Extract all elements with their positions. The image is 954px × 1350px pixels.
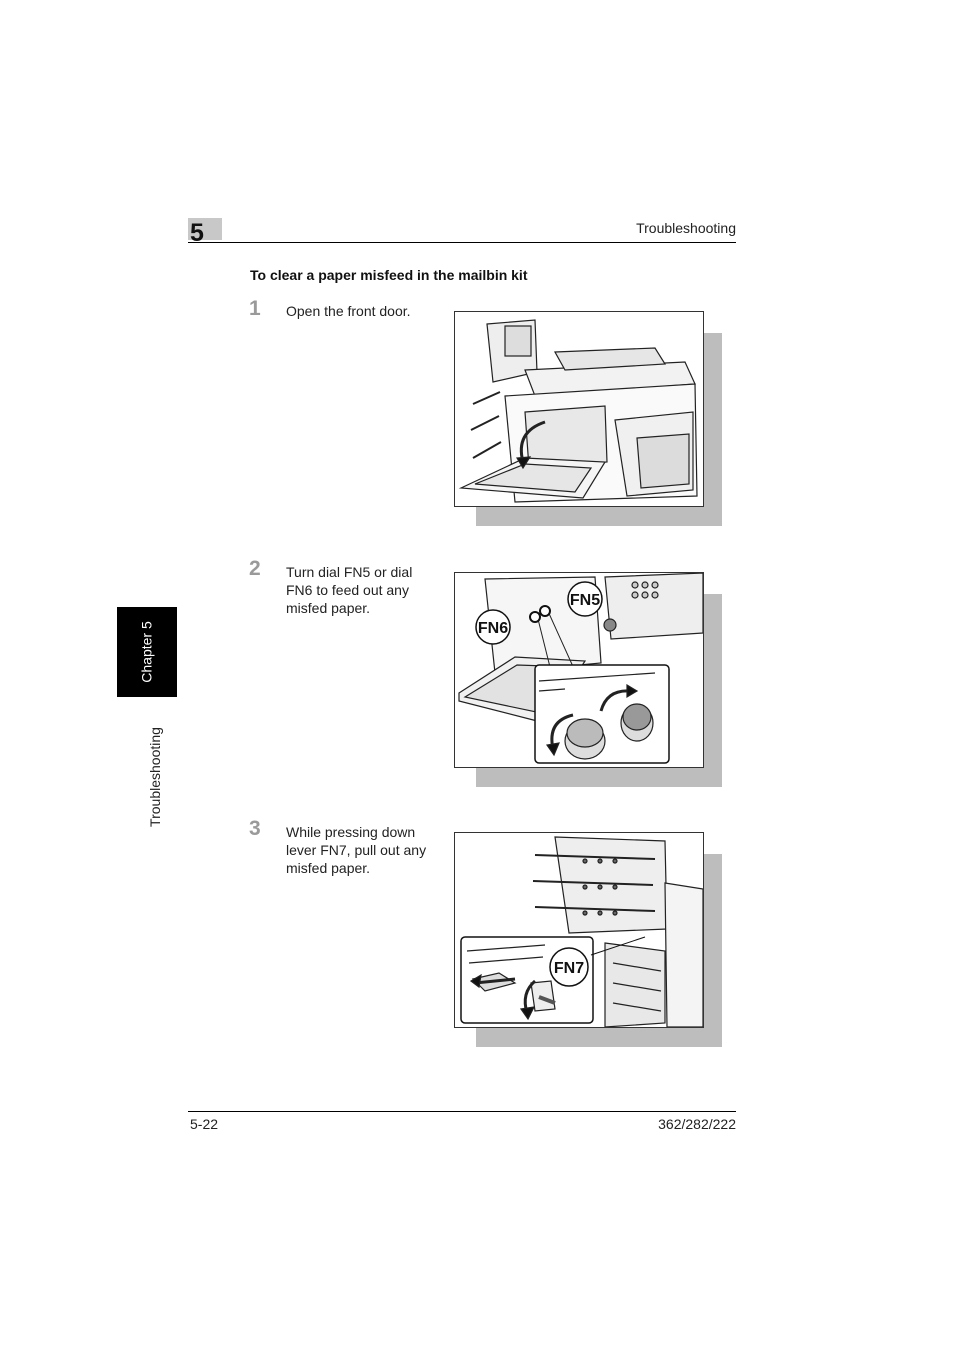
- step-3-text: While pressing down lever FN7, pull out …: [286, 824, 427, 876]
- mailbin-lever-fn7-illustration: FN7: [460, 836, 703, 1027]
- section-side-tab-text: Troubleshooting: [117, 712, 193, 842]
- step-2-number: 2: [249, 557, 261, 580]
- fn5-callout-label: FN5: [570, 592, 600, 609]
- running-header-title: Troubleshooting: [636, 220, 736, 236]
- copier-front-door-illustration: [458, 319, 698, 503]
- chapter-side-tab: [117, 607, 177, 697]
- step-2-text: Turn dial FN5 or dial FN6 to feed out an…: [286, 564, 413, 616]
- chapter-side-tab-text: Chapter 5: [117, 607, 177, 697]
- chapter-number-box: [188, 218, 222, 240]
- fn7-callout-circle: [549, 947, 589, 987]
- dial-fn5-fn6-illustration: FN5 FN6: [458, 573, 703, 764]
- footer-rule: [188, 1111, 736, 1112]
- model-number: 362/282/222: [658, 1116, 736, 1132]
- step-3-number: 3: [249, 817, 261, 840]
- step-1-text: Open the front door.: [286, 303, 411, 319]
- figure-2-turn-dials: FN5 FN6: [454, 572, 704, 768]
- fn5-callout-circle: [567, 581, 603, 617]
- header-rule: [188, 242, 736, 243]
- fn6-callout-circle: [475, 609, 511, 645]
- section-heading: To clear a paper misfeed in the mailbin …: [250, 267, 528, 283]
- section-side-label: Troubleshooting: [147, 727, 164, 827]
- chapter-side-label: Chapter 5: [139, 621, 156, 683]
- fn6-callout-label: FN6: [478, 620, 508, 637]
- figure-1-open-front-door: [454, 311, 704, 507]
- fn7-callout-label: FN7: [554, 960, 584, 977]
- page-number: 5-22: [190, 1116, 219, 1132]
- step-1-number: 1: [249, 297, 261, 320]
- figure-3-lever-fn7: FN7: [454, 832, 704, 1028]
- chapter-number: 5: [190, 219, 204, 247]
